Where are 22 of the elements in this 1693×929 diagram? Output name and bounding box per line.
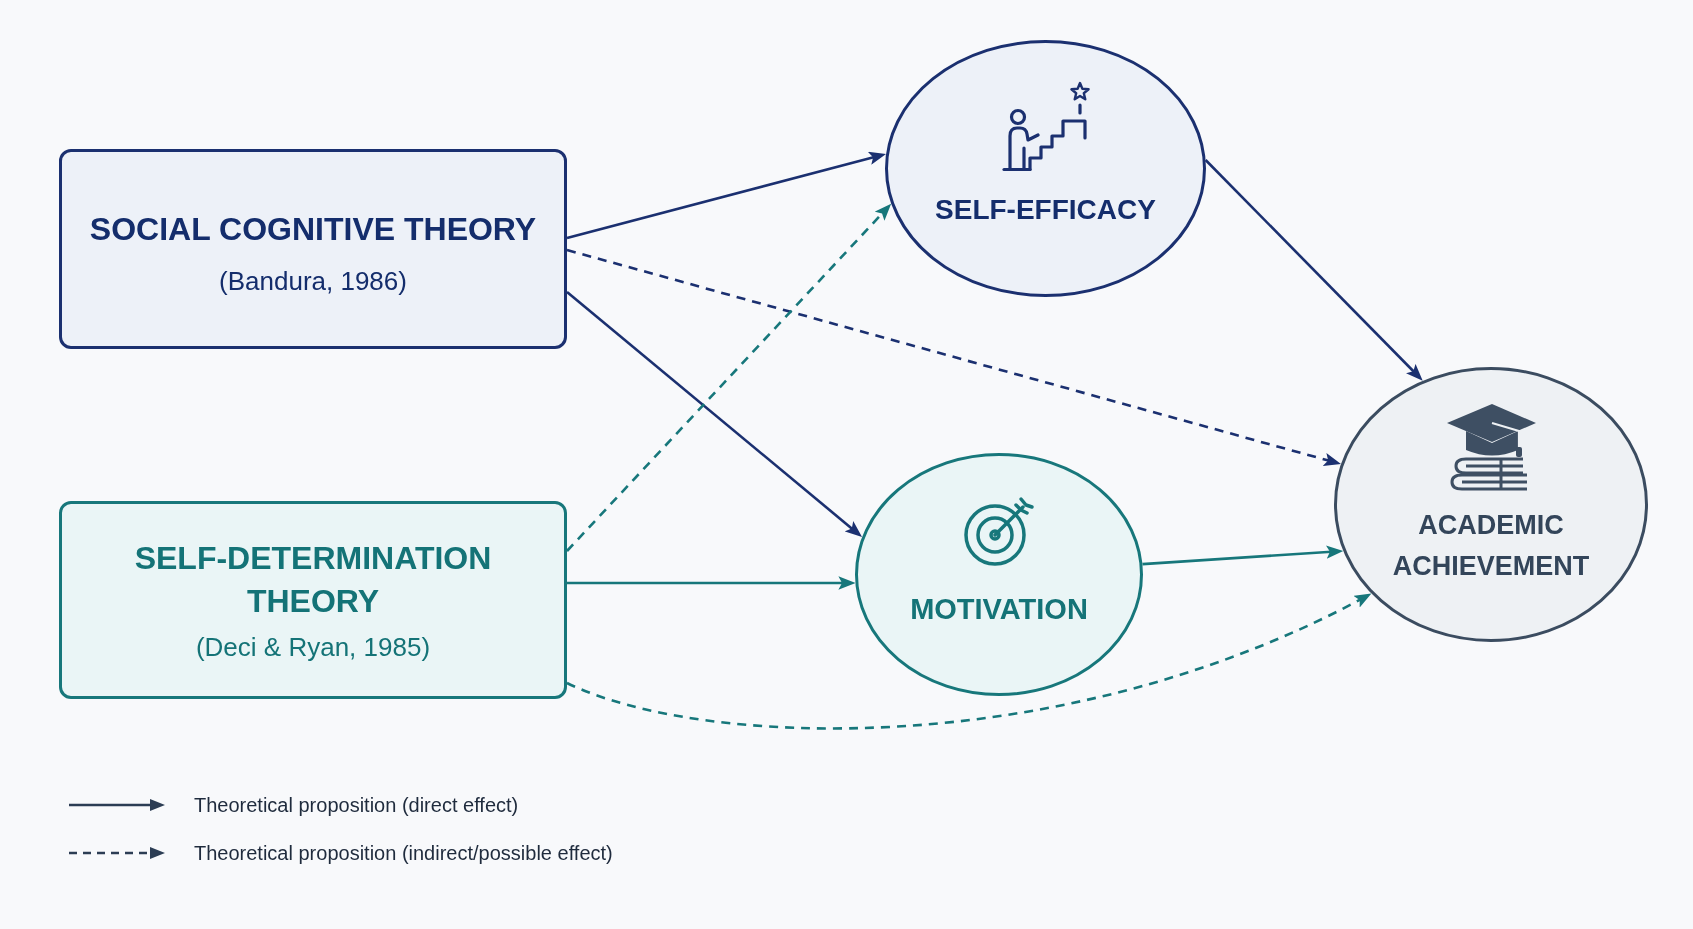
dashed-arrow	[566, 248, 1341, 466]
theory-box	[59, 501, 567, 699]
node-citation: (Bandura, 1986)	[219, 264, 407, 298]
legend-text: Theoretical proposition (indirect/possible effect)	[194, 841, 613, 865]
theory-box	[59, 149, 567, 349]
arrow	[566, 151, 887, 240]
concept-ellipse	[1334, 367, 1648, 642]
arrow	[566, 291, 863, 537]
arrow	[1142, 545, 1344, 566]
concept-ellipse	[855, 453, 1143, 696]
node-title: SOCIAL COGNITIVE THEORY	[89, 209, 537, 249]
concept-ellipse	[885, 40, 1206, 297]
arrow	[1204, 159, 1423, 381]
node-title: ACADEMIC ACHIEVEMENT	[1391, 509, 1591, 583]
curved-dashed-arrow	[566, 593, 1372, 730]
node-title: SELF-DETERMINATION THEORY	[133, 538, 493, 621]
node-title: MOTIVATION	[910, 592, 1088, 627]
dashed-arrow	[566, 203, 892, 552]
arrow	[567, 576, 856, 590]
node-citation: (Deci & Ryan, 1985)	[195, 630, 431, 664]
node-title: SELF-EFFICACY	[935, 193, 1156, 227]
legend-text: Theoretical proposition (direct effect)	[194, 793, 519, 817]
